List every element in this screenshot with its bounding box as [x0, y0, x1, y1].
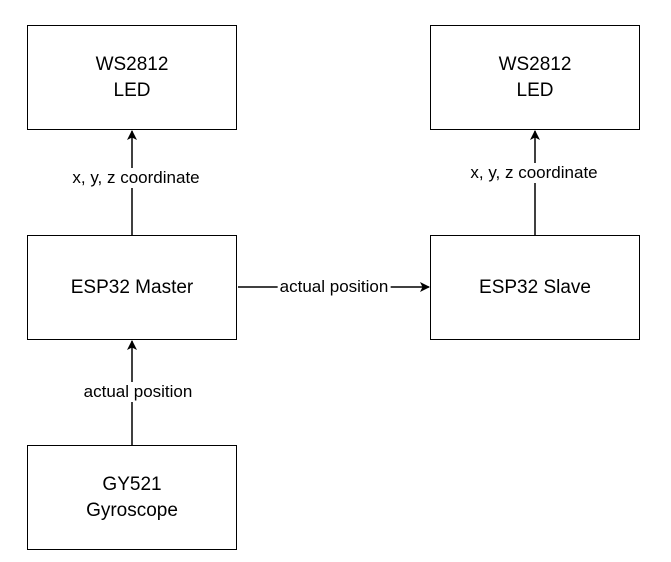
node-label: Gyroscope	[86, 499, 178, 521]
node-label: WS2812	[498, 53, 572, 75]
ws2812-led-node-left: WS2812 LED	[27, 25, 237, 130]
node-label: GY521	[102, 473, 162, 495]
node-label: LED	[113, 79, 151, 101]
esp32-master-node: ESP32 Master	[27, 235, 237, 340]
node-label: LED	[516, 79, 554, 101]
edge-label-master-to-led: x, y, z coordinate	[70, 168, 202, 188]
ws2812-led-node-right: WS2812 LED	[430, 25, 640, 130]
edge-label-slave-to-led: x, y, z coordinate	[468, 163, 600, 183]
node-label: WS2812	[95, 53, 169, 75]
edge-label-master-to-slave: actual position	[277, 277, 391, 297]
node-label: ESP32 Slave	[479, 276, 591, 298]
edge-label-gyro-to-master: actual position	[81, 382, 195, 402]
esp32-slave-node: ESP32 Slave	[430, 235, 640, 340]
gy521-gyroscope-node: GY521 Gyroscope	[27, 445, 237, 550]
node-label: ESP32 Master	[70, 276, 194, 298]
